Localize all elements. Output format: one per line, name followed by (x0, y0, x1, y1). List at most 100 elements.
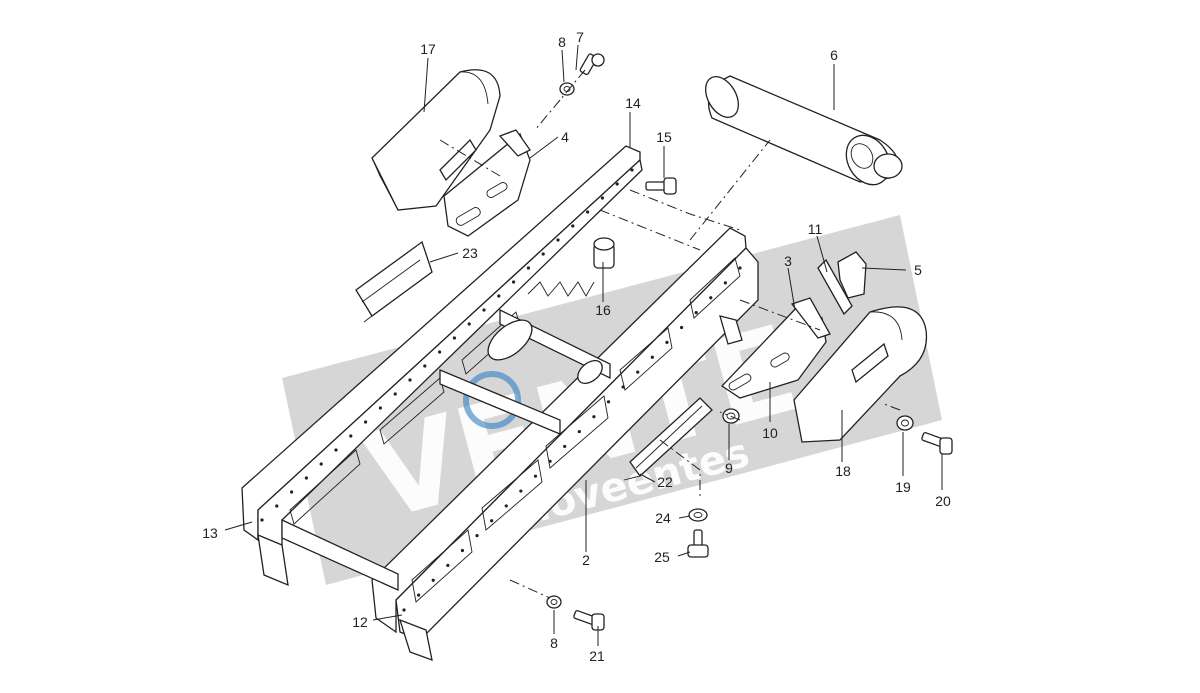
callout-label: 11 (808, 221, 823, 237)
callout-label: 3 (784, 253, 792, 269)
rail-hole (606, 400, 611, 404)
rail-hole (621, 385, 625, 389)
callout-label: 9 (725, 460, 733, 476)
callout-label: 8 (550, 635, 558, 651)
belt-cover-part-18 (793, 306, 928, 443)
callout-label: 13 (202, 525, 218, 541)
callout-label: 14 (625, 95, 641, 111)
rail-hole (533, 474, 538, 478)
callout-label: 17 (420, 41, 436, 57)
rail-hole (408, 378, 412, 382)
rail-right-side (395, 247, 759, 641)
callout-label: 8 (558, 34, 566, 50)
assembly-lines (439, 69, 901, 599)
rail-hole (526, 266, 531, 270)
rail-hole (497, 294, 501, 298)
rail-hole (290, 490, 294, 494)
rail-hole (452, 336, 456, 340)
watermark-logo-icon (463, 371, 521, 429)
bracket-front-lower (257, 533, 289, 587)
washer-part-24 (688, 508, 708, 522)
rail-hole (694, 311, 698, 315)
rail-hole (577, 429, 581, 434)
muffler-part-6 (704, 75, 903, 186)
rail-hole (504, 504, 508, 508)
rail-hole (586, 210, 590, 214)
callout-labels: 2 3 4 5 6 7 8 8 9 10 11 12 13 14 15 16 1… (202, 29, 951, 664)
callout-label: 7 (576, 29, 584, 45)
bolt-part-21 (573, 610, 605, 631)
rail-hole (275, 504, 279, 508)
bracket-rear-lower (398, 618, 433, 662)
bolt-part-7 (579, 53, 605, 76)
rail-hole (571, 224, 575, 228)
callout-label: 4 (561, 129, 569, 145)
rail-hole (709, 296, 713, 300)
bolt-part-20 (921, 432, 953, 455)
callout-label: 21 (589, 648, 605, 664)
rail-hole (490, 519, 494, 523)
rail-hole (364, 420, 368, 424)
callout-label: 16 (595, 302, 611, 318)
belt-cover-part-17 (371, 69, 501, 211)
bracket-plate-part-4 (443, 129, 531, 237)
rail-hole (304, 476, 308, 480)
rail-hole (650, 355, 654, 359)
bolt-part-25 (687, 529, 709, 558)
washer-part-8-bottom (546, 595, 562, 609)
rail-hole (417, 593, 421, 597)
rail-hole (460, 548, 465, 553)
callout-label: 24 (655, 510, 671, 526)
cross-member-front (281, 518, 399, 592)
rail-hole (636, 370, 640, 374)
callout-label: 18 (835, 463, 851, 479)
bolt-part-15 (645, 177, 677, 195)
callout-label: 6 (830, 47, 838, 63)
guard-part-23 (355, 240, 433, 323)
rail-hole (615, 182, 619, 186)
rail-hole (475, 534, 479, 538)
rail-hole (511, 280, 516, 284)
rail-hole (319, 462, 323, 466)
rail-hole (423, 364, 427, 368)
rail-hole (482, 308, 486, 312)
rail-hole (592, 415, 596, 419)
rail-hole (438, 350, 442, 354)
bracket-plate-part-3 (719, 297, 831, 399)
rail-hole (600, 196, 605, 200)
rail-hole (548, 459, 552, 463)
rail-hole (738, 266, 742, 270)
rail-hole (519, 489, 523, 493)
rail-hole (349, 434, 353, 438)
callout-label: 20 (935, 493, 951, 509)
callout-label: 19 (895, 479, 911, 495)
bracket-part-5 (837, 251, 867, 299)
cylinder-part-16 (593, 237, 615, 269)
callout-label: 25 (654, 549, 670, 565)
callout-label: 22 (657, 474, 673, 490)
rail-hole (679, 325, 684, 330)
internal-roller (487, 319, 533, 361)
washer-part-8-top (559, 82, 575, 96)
rail-hole (665, 340, 669, 344)
rail-hole (446, 563, 450, 567)
rail-hole (541, 252, 545, 256)
cross-member-mid (439, 369, 561, 435)
guard-part-22 (623, 397, 713, 481)
rail-hole (630, 168, 634, 172)
rail-hole (402, 608, 406, 612)
callout-label: 10 (762, 425, 778, 441)
rail-hole (431, 578, 435, 582)
callout-label: 23 (462, 245, 478, 261)
rail-hole (723, 281, 727, 285)
rail-hole (378, 406, 382, 410)
washer-part-19 (896, 415, 914, 431)
rail-hole (334, 448, 338, 452)
rail-hole (467, 322, 471, 326)
rail-hole (563, 444, 567, 449)
rail-hole (260, 518, 264, 522)
rail-hole (393, 392, 397, 396)
callout-label: 12 (352, 614, 368, 630)
strip-part-11 (817, 258, 853, 316)
